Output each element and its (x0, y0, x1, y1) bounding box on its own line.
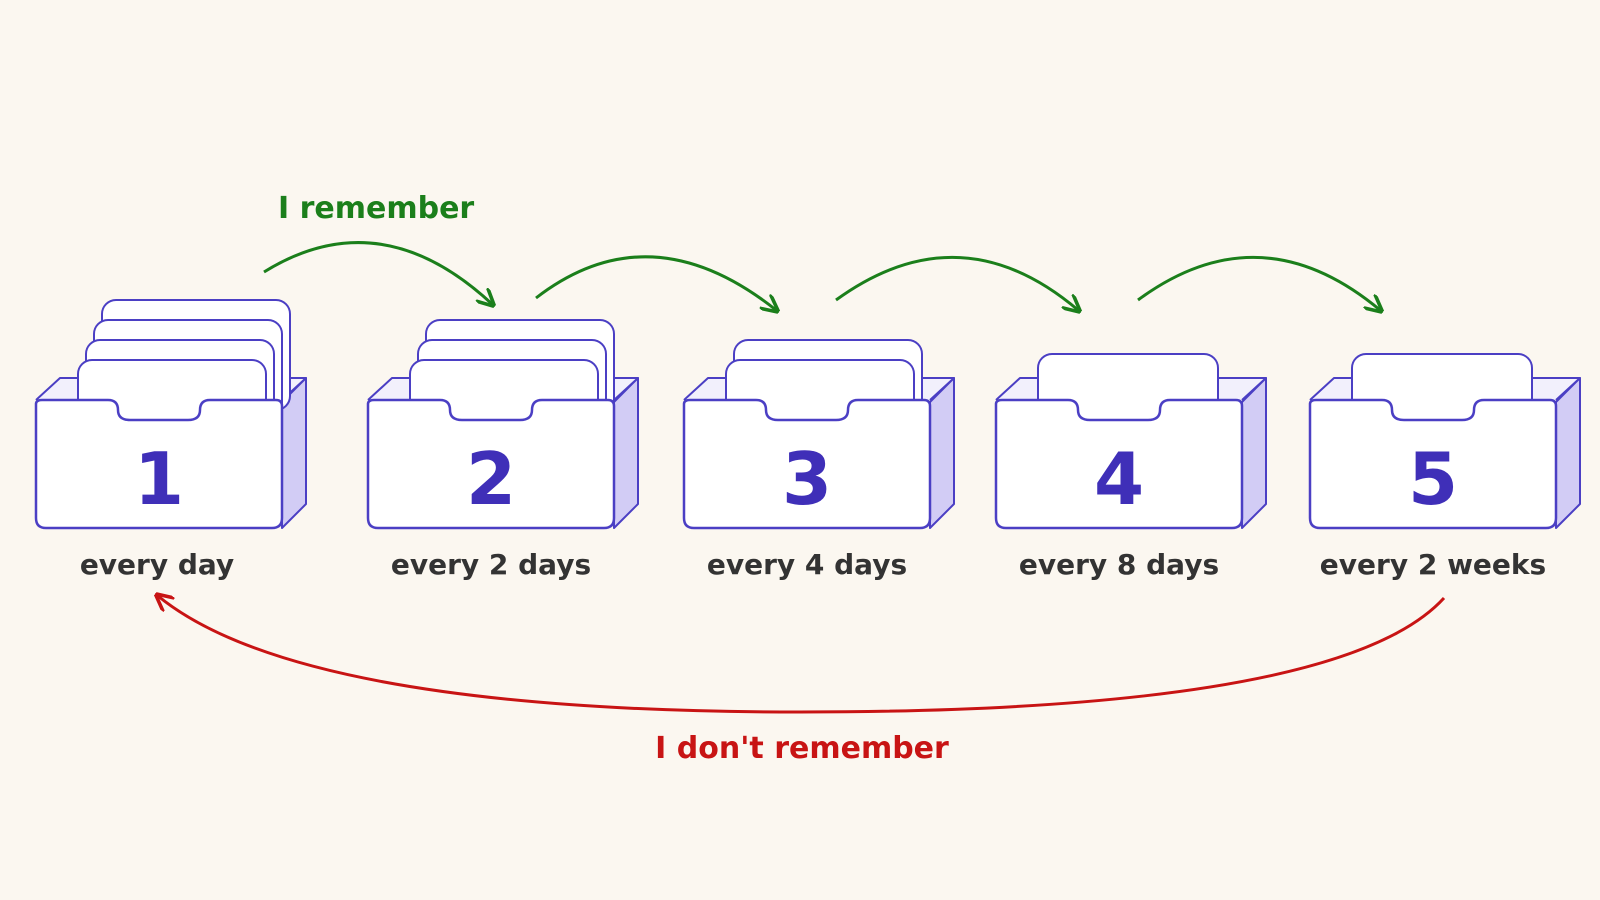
remember-arrow-3-to-4 (835, 255, 1078, 310)
box-review-interval-label: every day (80, 548, 234, 581)
box-side-panel (613, 377, 639, 529)
box-side-panel (1555, 377, 1581, 529)
remember-arrow-2-to-3 (535, 255, 776, 310)
remember-arrow-4-to-5 (1137, 255, 1380, 310)
box-side-panel (1241, 377, 1267, 529)
box-front-panel (1308, 398, 1558, 530)
card-box-2: 2 every 2 days (366, 319, 639, 581)
remember-label: I remember (278, 191, 474, 226)
box-number: 3 (782, 437, 832, 521)
dont-remember-arrow (158, 596, 1446, 714)
card-box-3: 3 every 4 days (682, 339, 955, 581)
remember-arrow-1-to-2 (263, 241, 492, 304)
box-number: 1 (134, 437, 184, 521)
forward-arrows (263, 241, 1380, 310)
box-side-panel (929, 377, 955, 529)
card-box-5: 5 every 2 weeks (1308, 353, 1581, 581)
box-number: 2 (466, 437, 516, 521)
box-review-interval-label: every 4 days (707, 548, 907, 581)
box-front-panel (994, 398, 1244, 530)
box-number: 5 (1408, 437, 1458, 521)
boxes-layer: 1 every day 2 every 2 days 3 every 4 days 4 eve… (34, 299, 1581, 581)
box-review-interval-label: every 2 days (391, 548, 591, 581)
card-box-4: 4 every 8 days (994, 353, 1267, 581)
box-front-panel (34, 398, 284, 530)
box-front-panel (366, 398, 616, 530)
card-box-1: 1 every day (34, 299, 307, 581)
box-front-panel (682, 398, 932, 530)
box-number: 4 (1094, 437, 1144, 521)
box-review-interval-label: every 2 weeks (1320, 548, 1546, 581)
box-review-interval-label: every 8 days (1019, 548, 1219, 581)
dont-remember-label: I don't remember (655, 731, 949, 766)
